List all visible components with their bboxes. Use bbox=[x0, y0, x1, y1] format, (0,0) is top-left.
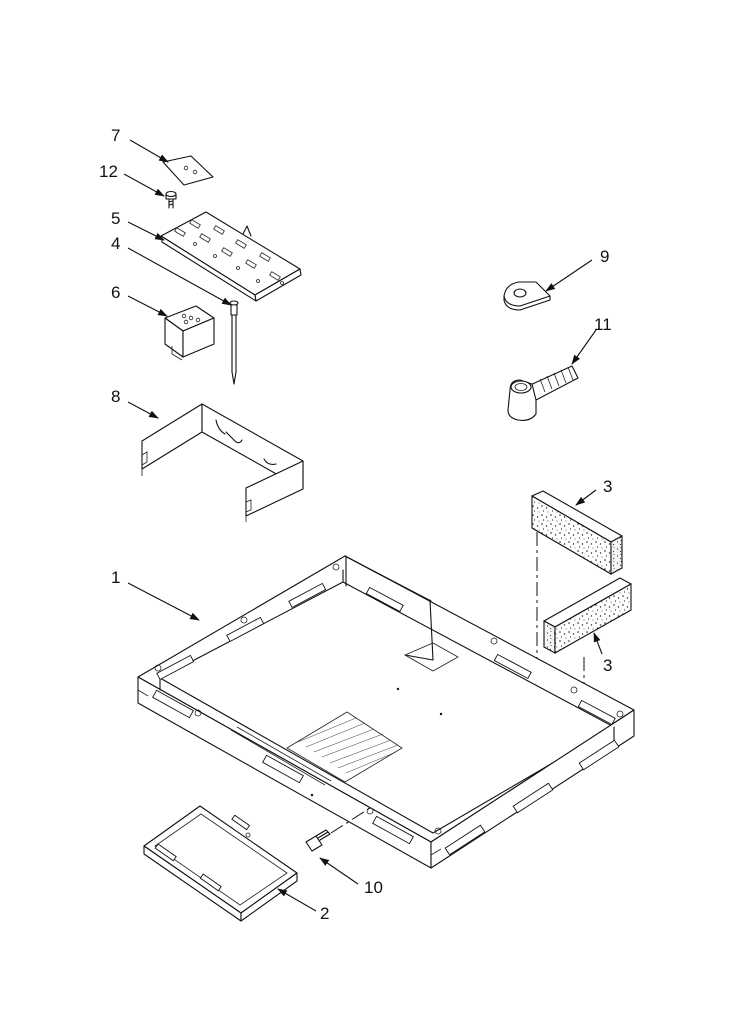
part-1-main-tray bbox=[137, 555, 635, 869]
part-11-elbow-connector bbox=[507, 365, 579, 421]
part-7-plate bbox=[162, 155, 214, 186]
label-part-11: 11 bbox=[594, 315, 612, 334]
leader-1 bbox=[127, 582, 200, 621]
front-left-wall-slots bbox=[152, 689, 414, 845]
part-10-screw bbox=[305, 807, 371, 852]
part-12-screw bbox=[165, 190, 177, 209]
label-part-8: 8 bbox=[111, 387, 120, 406]
label-part-3-upper: 3 bbox=[603, 477, 612, 496]
label-part-12: 12 bbox=[99, 162, 118, 181]
label-part-3-lower: 3 bbox=[603, 656, 612, 675]
leader-3-upper bbox=[575, 489, 597, 506]
leader-lines bbox=[123, 139, 603, 912]
part-4-sensor-probe bbox=[229, 300, 239, 385]
tray-screw-holes bbox=[154, 563, 624, 835]
leader-3-lower bbox=[593, 632, 603, 655]
label-part-1: 1 bbox=[111, 568, 120, 587]
part-3-insulation-block-lower bbox=[543, 577, 632, 654]
label-part-10: 10 bbox=[364, 878, 383, 897]
leader-11 bbox=[571, 329, 597, 365]
label-part-7: 7 bbox=[111, 126, 120, 145]
back-wall-slots bbox=[156, 582, 616, 726]
part-6-switch-block bbox=[164, 305, 215, 361]
front-right-wall-slots bbox=[444, 739, 620, 856]
leader-12 bbox=[123, 173, 165, 197]
leader-10 bbox=[319, 857, 359, 885]
label-part-4: 4 bbox=[111, 234, 120, 253]
label-part-2: 2 bbox=[320, 904, 329, 923]
leader-8 bbox=[127, 401, 159, 419]
label-part-5: 5 bbox=[111, 209, 120, 228]
leader-4 bbox=[127, 247, 232, 306]
part-5-bracket-plate bbox=[160, 211, 302, 302]
label-part-9: 9 bbox=[600, 247, 609, 266]
label-part-6: 6 bbox=[111, 283, 120, 302]
leader-5 bbox=[127, 221, 165, 241]
leader-9 bbox=[545, 259, 593, 292]
part-2-drip-tray bbox=[143, 805, 298, 922]
part-9-terminal bbox=[503, 281, 551, 311]
leader-6 bbox=[127, 295, 168, 317]
part-8-shield bbox=[141, 403, 304, 522]
leader-7 bbox=[129, 139, 169, 163]
leader-2 bbox=[277, 888, 317, 912]
part-3-insulation-block-upper bbox=[531, 490, 623, 575]
part-number-labels: 7 12 5 4 6 8 9 11 3 3 1 10 2 bbox=[99, 126, 612, 923]
